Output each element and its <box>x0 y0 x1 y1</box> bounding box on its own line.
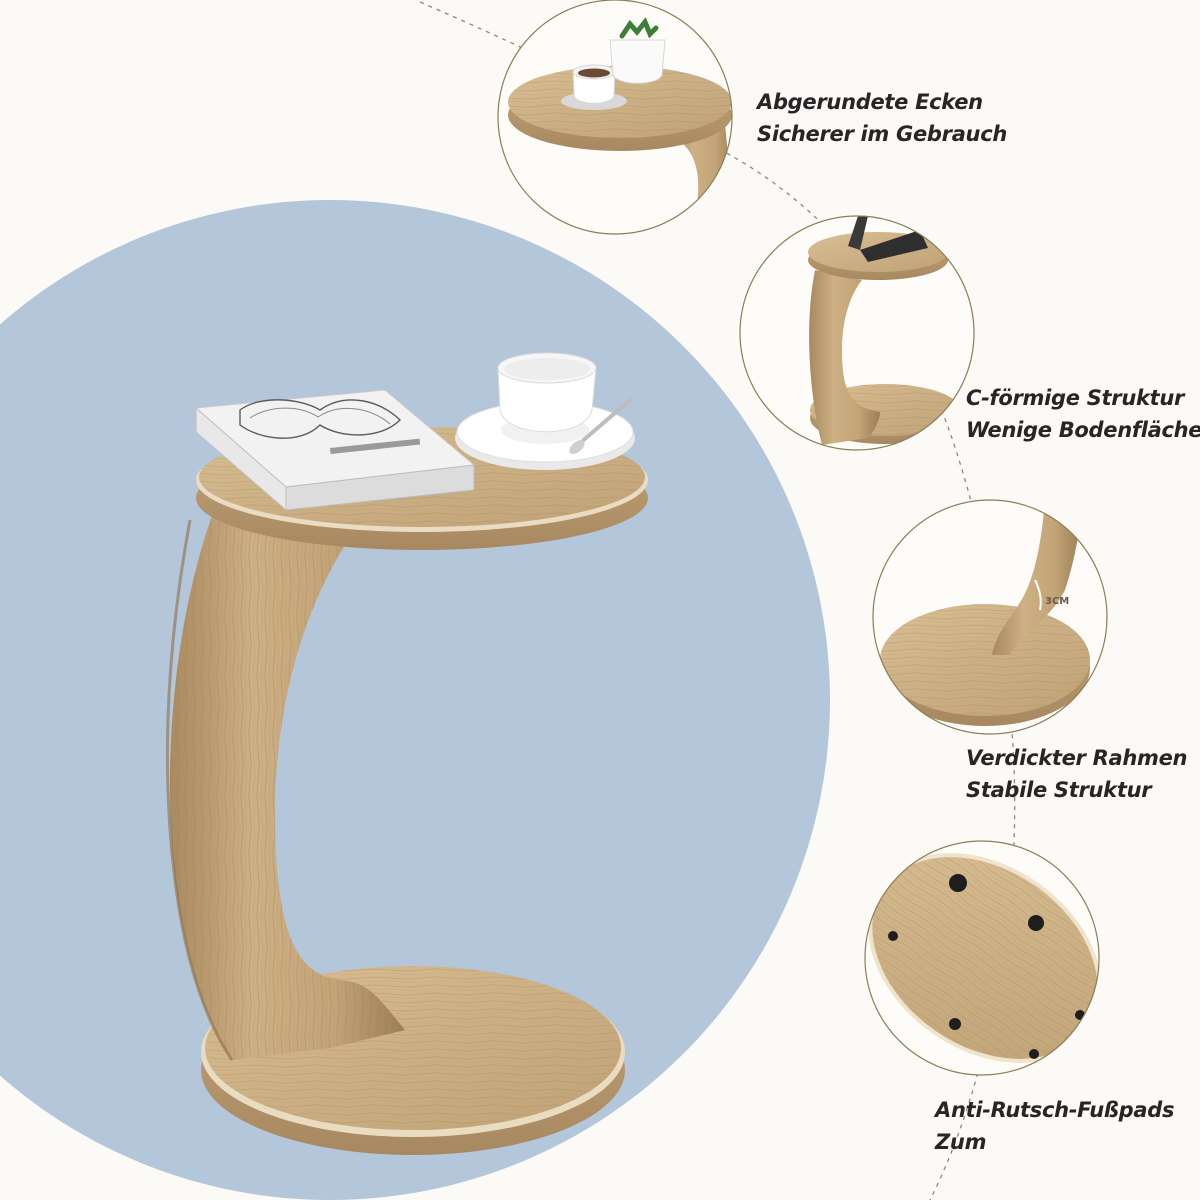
book <box>194 389 476 512</box>
feature-label-c-shape: C-förmige Struktur Wenige Bodenfläche <box>966 382 1200 446</box>
feature-subtitle: Wenige Bodenfläche <box>966 418 1200 442</box>
feature-label-thick-frame: Verdickter Rahmen Stabile Struktur <box>966 742 1187 806</box>
feature-title: Anti-Rutsch-Fußpads <box>935 1098 1175 1122</box>
feature-label-anti-slip-pads: Anti-Rutsch-Fußpads Zum <box>935 1094 1175 1158</box>
feature-title: C-förmige Struktur <box>966 386 1185 410</box>
feature-subtitle: Stabile Struktur <box>966 778 1152 802</box>
feature-title: Verdickter Rahmen <box>966 746 1188 770</box>
dimension-label: 3CM <box>1045 596 1069 607</box>
detail-circle-anti-slip-pads <box>864 840 1100 1076</box>
feature-subtitle: Sicherer im Gebrauch <box>757 122 1008 146</box>
feature-label-rounded-corners: Abgerundete Ecken Sicherer im Gebrauch <box>757 86 1007 150</box>
feature-subtitle: Zum <box>935 1130 987 1154</box>
feature-title: Abgerundete Ecken <box>757 90 983 114</box>
coffee-cup <box>455 352 635 470</box>
detail-circle-c-shape <box>739 215 975 451</box>
main-side-table <box>165 352 648 1155</box>
detail-circle-rounded-corners <box>497 0 733 235</box>
detail-circle-thick-frame: 3CM <box>872 499 1108 735</box>
